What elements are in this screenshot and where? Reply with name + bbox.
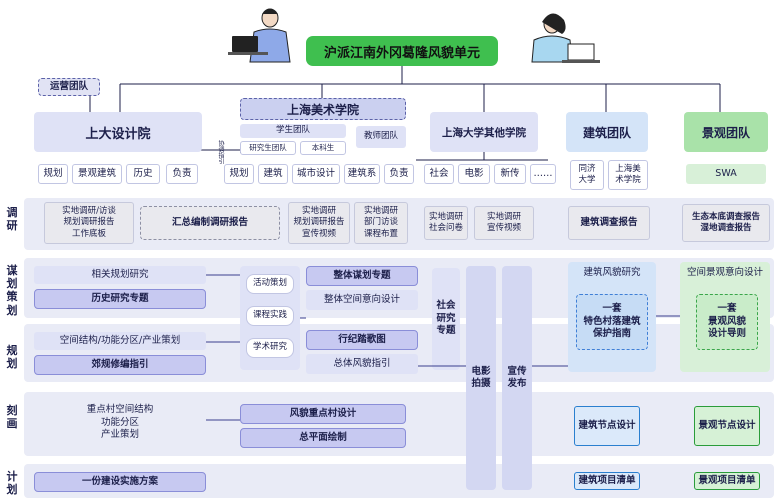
meiyuan-item: 建筑 (258, 164, 288, 184)
assist-label: 协调指引 (217, 140, 224, 164)
survey-land: 生态本底调查报告 湿地调查报告 (682, 204, 770, 242)
sda-item: 景观建筑 (72, 164, 122, 184)
site-plan-drawing: 总平面绘制 (240, 428, 406, 448)
ops-team-box: 运营团队 (38, 78, 100, 96)
main-title: 沪派江南外冈葛隆风貌单元 (306, 36, 498, 66)
sda-item: 负责 (166, 164, 198, 184)
sda-item: 规划 (38, 164, 68, 184)
arch-project-list: 建筑项目清单 (574, 472, 640, 490)
construction-plan: 一份建设实施方案 (34, 472, 206, 492)
other-item: 新传 (494, 164, 526, 184)
survey-arch: 建筑调查报告 (568, 206, 650, 240)
student-team: 学生团队 (240, 124, 346, 138)
travel-song-map: 行纪踏歌图 (306, 330, 418, 350)
teacher-team: 教师团队 (356, 126, 406, 148)
row-label-strategy: 谋 划 策 划 (6, 264, 18, 317)
arch-team-item: 同济 大学 (570, 160, 604, 190)
land-guideline-box: 一套 景观风貌 设计导则 (696, 294, 758, 350)
row-label-planning: 规 划 (6, 344, 18, 371)
survey-meiyuan-1: 实地调研 规划调研报告 宣传视频 (288, 202, 350, 244)
publicity-release: 宣传 发布 (502, 266, 532, 490)
row-label-schedule: 计 划 (6, 470, 18, 497)
arch-team-header: 建筑团队 (566, 112, 648, 152)
survey-sda: 实地调研/访谈 规划调研报告 工作底板 (44, 202, 134, 244)
land-team-header: 景观团队 (684, 112, 768, 152)
sda-item: 历史 (126, 164, 160, 184)
structure-zoning-industry: 空间结构/功能分区/产业策划 (34, 332, 206, 350)
other-header: 上海大学其他学院 (430, 112, 538, 152)
key-village-design: 风貌重点村设计 (240, 404, 406, 424)
row-label-design: 刻 画 (6, 404, 18, 431)
social-research-topic: 社会 研究 专题 (432, 268, 460, 370)
other-item: 电影 (458, 164, 490, 184)
meiyuan-item: 规划 (224, 164, 254, 184)
key-village-structure: 重点村空间结构 功能分区 产业策划 (86, 404, 154, 441)
survey-meiyuan-2: 实地调研 部门访谈 课程布置 (354, 202, 408, 244)
land-node-design: 景观节点设计 (694, 406, 760, 446)
overall-space-design: 整体空间意向设计 (306, 290, 418, 310)
meiyuan-item: 城市设计 (292, 164, 340, 184)
related-planning-research: 相关规划研究 (34, 266, 206, 284)
history-research: 历史研究专题 (34, 289, 206, 309)
arch-team-item: 上海美 术学院 (608, 160, 648, 190)
land-research-title: 空间景观意向设计 (686, 266, 763, 278)
other-item: …… (530, 164, 556, 184)
person-laptop-illustration (228, 4, 304, 64)
survey-other-2: 实地调研 宣传视频 (474, 206, 534, 240)
person-right-illustration (522, 6, 602, 64)
other-item: 社会 (424, 164, 454, 184)
land-team-item: SWA (686, 164, 766, 184)
person-right-icon (531, 13, 600, 63)
meiyuan-item: 负责 (384, 164, 414, 184)
grad-team: 研究生团队 (240, 141, 296, 155)
meiyuan-header: 上海美术学院 (240, 98, 406, 120)
suburban-plan-guide: 郊规修编指引 (34, 355, 206, 375)
survey-other-1: 实地调研 社会问卷 (424, 206, 468, 240)
row-label-survey: 调 研 (6, 206, 18, 233)
meiyuan-item: 建筑系 (344, 164, 380, 184)
overall-style-guide: 总体风貌指引 (306, 354, 418, 374)
overall-planning-topic: 整体谋划专题 (306, 266, 418, 286)
arch-guideline-box: 一套 特色村落建筑 保护指南 (576, 294, 648, 350)
arch-research-title: 建筑风貌研究 (583, 266, 641, 278)
activity-item: 活动策划 (246, 274, 294, 294)
sda-header: 上大设计院 (34, 112, 202, 152)
person-left-icon (228, 8, 291, 63)
activity-item: 学术研究 (246, 338, 294, 358)
arch-node-design: 建筑节点设计 (574, 406, 640, 446)
film-shooting: 电影 拍摄 (466, 266, 496, 490)
survey-summary: 汇总编制调研报告 (140, 206, 280, 240)
undergrad-team: 本科生 (300, 141, 346, 155)
land-project-list: 景观项目清单 (694, 472, 760, 490)
activity-item: 课程实践 (246, 306, 294, 326)
